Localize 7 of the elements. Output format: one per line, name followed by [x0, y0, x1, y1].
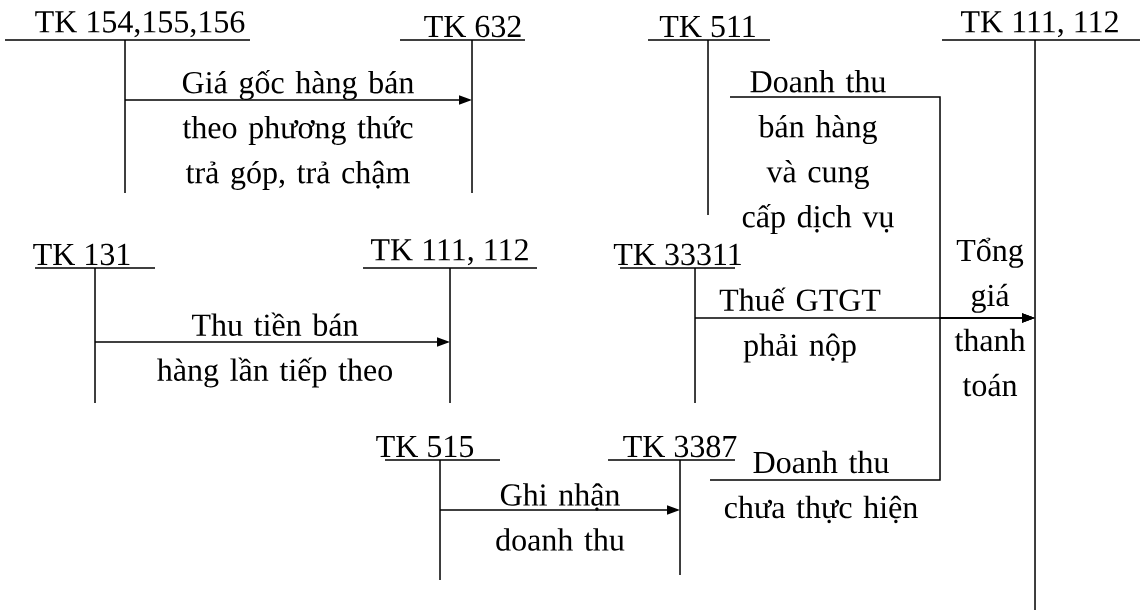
edge-label: Thuế GTGT phải nộp [719, 287, 881, 363]
edge-label: Giá gốc hàng bán theo phương thức trả góp, trả chậm [182, 69, 414, 191]
t-account: TK 131 [33, 243, 156, 404]
edge-label: Ghi nhận doanh thu [496, 483, 625, 551]
edge-label: Thu tiền bán hàng lần tiếp theo [157, 312, 392, 388]
note-label: Tổng giá thanh toán [954, 237, 1026, 397]
edge-label: Doanh thu bán hàng và cung cấp dịch vụ [742, 70, 894, 234]
